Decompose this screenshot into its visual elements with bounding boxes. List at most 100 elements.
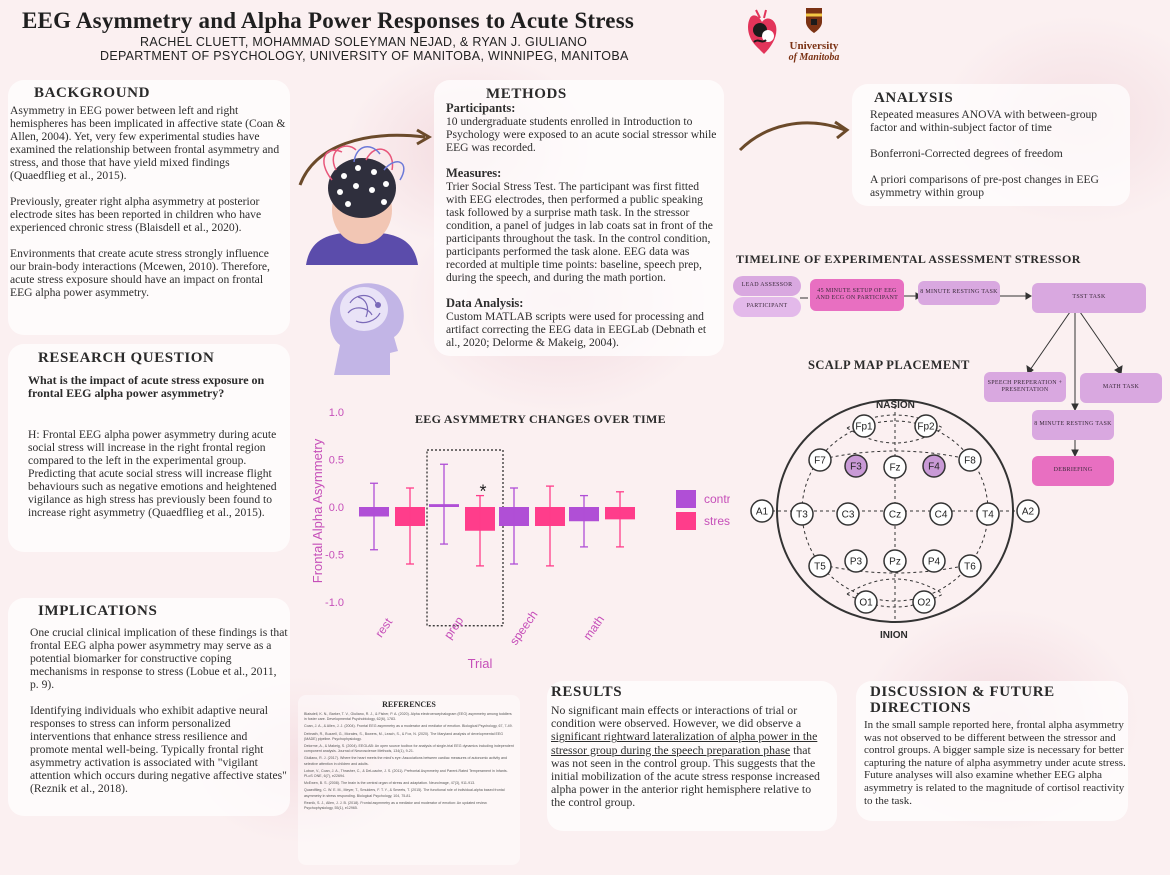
reference-item: Coan, J. A., & Allen, J. J. (2004). Fron… [304,724,513,729]
methods-heading: METHODS [486,86,567,102]
measures-text: Trier Social Stress Test. The participan… [446,180,713,284]
electrode-label: Fz [889,463,900,474]
analysis-panel: ANALYSIS Repeated measures ANOVA with be… [852,84,1130,206]
legend-swatch-stressor [676,512,696,530]
x-tick-label-speech: speech [507,608,541,648]
results-heading: RESULTS [551,684,623,700]
analysis-paragraph-1: Repeated measures ANOVA with between-gro… [870,108,1098,134]
electrode-f3: F3 [844,454,868,478]
implications-paragraph-1: One crucial clinical implication of thes… [30,626,288,691]
reference-item: Lobue, V., Coan, J. A., Thrasher, C., & … [304,768,508,779]
legend-label-stressor: stressor [704,514,730,528]
electrode-label: F3 [850,462,862,473]
inion-label: INION [880,630,908,641]
measures-label: Measures: [446,166,502,180]
background-paragraph-3: Environments that create acute stress st… [10,247,270,299]
electrode-o1: O1 [854,590,878,614]
electrode-p3: P3 [844,549,868,573]
electrode-label: T3 [796,510,808,521]
x-tick-label-rest: rest [372,615,395,640]
electrode-label: F7 [814,456,826,467]
discussion-text: In the small sample reported here, front… [864,719,1126,807]
electrode-fz: Fz [883,455,907,479]
electrode-label: C4 [935,510,948,521]
references-heading: REFERENCES [382,700,436,709]
y-tick-label: 1.0 [329,407,344,419]
implications-panel: IMPLICATIONS One crucial clinical implic… [8,598,290,816]
y-tick-label: 0.5 [329,455,344,467]
electrode-t4: T4 [976,502,1000,526]
electrode-cz: Cz [883,502,907,526]
electrode-label: T5 [814,562,826,573]
chart-title: EEG ASYMMETRY CHANGES OVER TIME [415,412,666,426]
electrode-fp1: Fp1 [852,414,876,438]
significance-annotation: * [479,482,486,502]
background-heading: BACKGROUND [34,85,151,101]
electrode-label: Fp2 [917,422,935,433]
electrode-a2: A2 [1016,499,1040,523]
arrow-to-analysis-icon [738,120,850,152]
timeline-setup: 45 MINUTE SETUP OF EEG AND ECG ON PARTIC… [810,279,904,311]
y-axis-label: Frontal Alpha Asymmetry [310,438,325,583]
timeline-speech: SPEECH PREPERATION + PRESENTATION [984,372,1066,402]
reference-item: Reznik, S. J., Allen, J. J. B. (2018). F… [304,800,488,811]
data-analysis-label: Data Analysis: [446,296,524,310]
reference-item: Debnath, R., Buzzell, G., Morales, S., B… [304,731,504,741]
background-paragraph-1: Asymmetry in EEG power between left and … [10,104,286,182]
nasion-label: NASION [876,400,915,411]
brain-head-illustration [320,275,412,375]
references-panel: REFERENCES Blaisdell, K. N., Barker, T. … [298,695,520,865]
university-crest-icon [806,8,822,33]
timeline-debriefing: DEBRIEFING [1032,456,1114,486]
references-list: Blaisdell, K. N., Barker, T. V., Giulian… [298,709,520,816]
electrode-c3: C3 [836,502,860,526]
electrode-f4: F4 [922,454,946,478]
background-paragraph-2: Previously, greater right alpha asymmetr… [10,195,262,234]
electrode-t6: T6 [958,554,982,578]
y-tick-label: -1.0 [325,597,344,609]
legend-label-control: control [704,492,730,506]
timeline-connectors [800,292,1123,458]
methods-panel: METHODS Participants: 10 undergraduate s… [434,80,724,356]
analysis-paragraph-3: A priori comparisons of pre-post changes… [870,173,1099,199]
hypothesis-text: H: Frontal EEG alpha power asymmetry dur… [28,428,277,519]
timeline-tsst: TSST TASK [1032,283,1146,313]
data-analysis-text: Custom MATLAB scripts were used for proc… [446,310,707,349]
legend-swatch-control [676,490,696,508]
discussion-heading: DISCUSSION & FUTURE DIRECTIONS [870,684,1055,716]
scalp-map-heading: SCALP MAP PLACEMENT [808,358,970,372]
results-text-pre: No significant main effects or interacti… [551,703,802,731]
electrode-label: P4 [928,557,941,568]
timeline-math: MATH TASK [1080,373,1162,403]
analysis-heading: ANALYSIS [874,90,954,106]
electrode-label: O2 [917,598,931,609]
electrode-p4: P4 [922,549,946,573]
electrode-t3: T3 [790,502,814,526]
electrode-o2: O2 [912,590,936,614]
poster-title: EEG Asymmetry and Alpha Power Responses … [22,8,634,33]
implications-paragraph-2: Identifying individuals who exhibit adap… [30,704,287,795]
timeline-heading: TIMELINE OF EXPERIMENTAL ASSESSMENT STRE… [736,252,1081,266]
electrode-label: Pz [889,557,901,568]
curved-arrow-icon [298,128,432,186]
electrode-label: A2 [1022,507,1035,518]
electrode-label: Cz [889,510,901,521]
reference-item: Quaedflieg, C. W. E. M., Meyer, T., Smul… [304,788,505,798]
electrode-label: T6 [964,562,976,573]
electrode-t5: T5 [808,554,832,578]
research-question-text: What is the impact of acute stress expos… [28,373,265,400]
poster-department: DEPARTMENT OF PSYCHOLOGY, UNIVERSITY OF … [100,49,629,63]
timeline-rest-2: 8 MINUTE RESTING TASK [1032,410,1114,440]
x-tick-label-prep: prep [441,614,466,642]
participants-label: Participants: [446,101,516,115]
university-logo-line2: of Manitoba [788,52,840,63]
y-tick-label: -0.5 [325,550,344,562]
eeg-cap-illustration [296,140,428,265]
electrode-label: P3 [850,557,863,568]
electrode-fp2: Fp2 [914,414,938,438]
results-text-highlight: significant rightward lateralization of … [551,729,818,757]
electrode-label: T4 [982,510,994,521]
reference-item: McEwen, B. S. (2008). The brain is the c… [304,781,476,786]
implications-heading: IMPLICATIONS [38,603,158,619]
